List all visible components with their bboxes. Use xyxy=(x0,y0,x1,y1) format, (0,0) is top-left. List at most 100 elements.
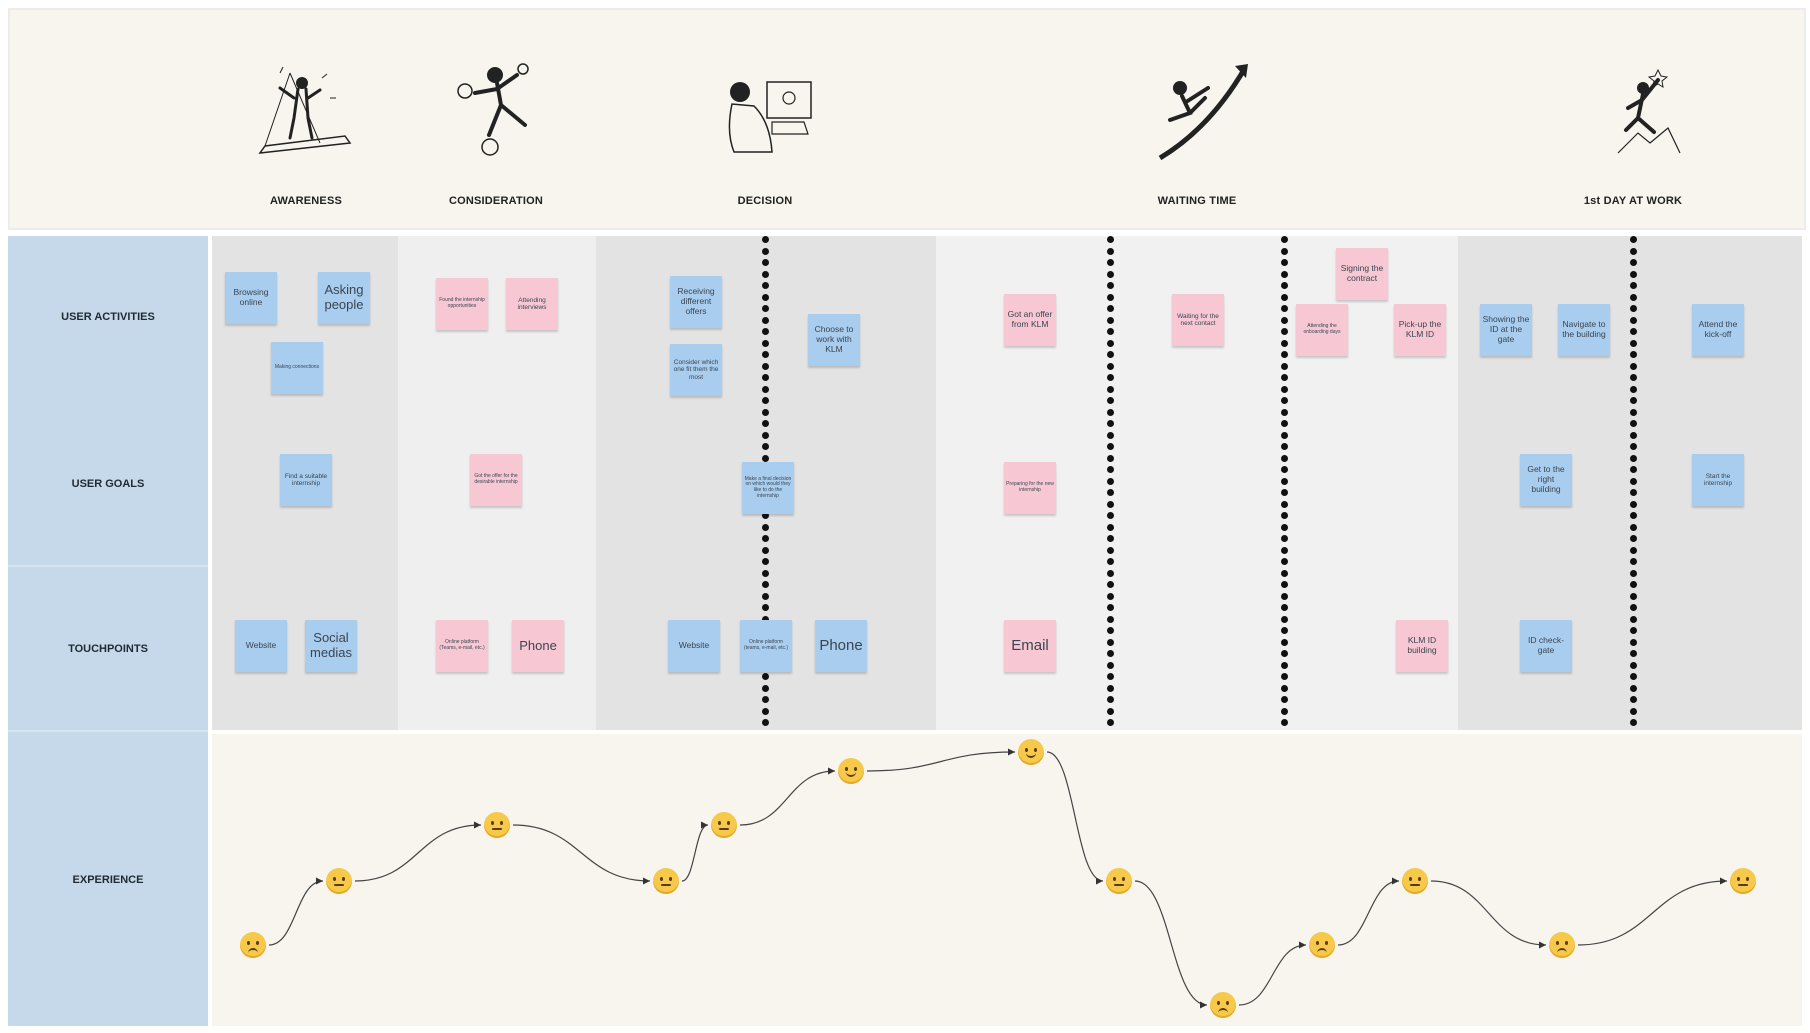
divider-dot xyxy=(1107,431,1114,439)
divider-dot xyxy=(1281,466,1288,473)
divider-dot xyxy=(1630,684,1637,692)
divider-dot xyxy=(1281,431,1288,439)
sticky-note: Receiving different offers xyxy=(670,276,722,328)
divider-dot xyxy=(1107,500,1114,508)
divider-dot xyxy=(762,282,769,289)
experience-connector xyxy=(681,821,709,882)
divider-dot xyxy=(1630,339,1637,347)
phase-first-day: 1st DAY AT WORK xyxy=(1583,195,1683,207)
sticky-note: ID check-gate xyxy=(1520,620,1572,672)
divider-dot xyxy=(1281,592,1288,600)
sticky-note: Phone xyxy=(512,620,564,672)
divider-dot xyxy=(1630,431,1637,439)
divider-dot xyxy=(1281,420,1288,427)
divider-dot xyxy=(1107,569,1114,577)
divider-dot xyxy=(762,374,769,381)
divider-dot xyxy=(762,535,769,542)
divider-dot xyxy=(1281,535,1288,542)
sticky-note: Pick-up the KLM ID xyxy=(1394,304,1446,356)
divider-dot xyxy=(1107,650,1114,657)
sticky-note: Online platform (teams, e-mail, etc.) xyxy=(740,620,792,672)
smile-face-icon xyxy=(838,758,864,784)
divider-dot xyxy=(1630,305,1637,312)
sticky-note: Phone xyxy=(815,620,867,672)
divider-dot xyxy=(1630,351,1637,358)
divider-dot xyxy=(1630,500,1637,508)
sticky-note: Attend the kick-off xyxy=(1692,304,1744,356)
sticky-note: Found the internship opportunities xyxy=(436,278,488,330)
divider-dot xyxy=(1630,374,1637,381)
sticky-note: Showing the ID at the gate xyxy=(1480,304,1532,356)
divider-dot xyxy=(1107,604,1114,611)
divider-dot xyxy=(1630,247,1637,255)
row-divider xyxy=(8,730,208,732)
divider-dot xyxy=(1281,558,1288,565)
sticky-note: Attending interviews xyxy=(506,278,558,330)
divider-dot xyxy=(1107,592,1114,600)
divider-dot xyxy=(762,431,769,439)
phase-awareness: AWARENESS xyxy=(269,195,343,207)
divider-dot xyxy=(1630,316,1637,324)
divider-dot xyxy=(1281,569,1288,577)
divider-dot xyxy=(1630,443,1637,450)
divider-dot xyxy=(762,443,769,450)
divider-dot xyxy=(1630,397,1637,404)
neutral-face-icon xyxy=(1730,868,1756,894)
divider-dot xyxy=(762,592,769,600)
divider-dot xyxy=(762,696,769,703)
divider-dot xyxy=(762,236,769,243)
sticky-note: Start the internship xyxy=(1692,454,1744,506)
divider-dot xyxy=(762,316,769,324)
neutral-face-icon xyxy=(653,868,679,894)
divider-dot xyxy=(1630,673,1637,680)
divider-dot xyxy=(1107,546,1114,554)
row-divider xyxy=(8,565,208,567)
row-label-experience: EXPERIENCE xyxy=(72,874,144,886)
divider-dot xyxy=(1107,696,1114,703)
divider-dot xyxy=(1107,535,1114,542)
sticky-note: Make a final decision on which would the… xyxy=(742,462,794,514)
divider-dot xyxy=(762,385,769,393)
divider-dot xyxy=(1281,581,1288,588)
neutral-face-icon xyxy=(711,812,737,838)
divider-dot xyxy=(1281,374,1288,381)
divider-dot xyxy=(762,569,769,577)
divider-dot xyxy=(1630,328,1637,335)
divider-dot xyxy=(1107,581,1114,588)
divider-dot xyxy=(1281,523,1288,531)
phase-waiting-time: WAITING TIME xyxy=(1157,195,1237,207)
divider-dot xyxy=(1630,696,1637,703)
sticky-note: Social medias xyxy=(305,620,357,672)
divider-dot xyxy=(1281,351,1288,358)
experience-connector xyxy=(1430,880,1547,949)
divider-dot xyxy=(1281,282,1288,289)
divider-dot xyxy=(762,546,769,554)
divider-dot xyxy=(762,420,769,427)
neutral-face-icon xyxy=(484,812,510,838)
divider-dot xyxy=(1281,397,1288,404)
sticky-note: Asking people xyxy=(318,272,370,324)
divider-dot xyxy=(1630,259,1637,266)
divider-dot xyxy=(1107,719,1114,726)
divider-dot xyxy=(1630,512,1637,519)
divider-dot xyxy=(1630,615,1637,623)
divider-dot xyxy=(1281,696,1288,703)
divider-dot xyxy=(762,339,769,347)
sticky-note: Waiting for the next contact xyxy=(1172,294,1224,346)
sticky-note: Attending the onboarding days xyxy=(1296,304,1348,356)
divider-dot xyxy=(1281,638,1288,646)
divider-dot xyxy=(1107,558,1114,565)
divider-dot xyxy=(1107,512,1114,519)
divider-dot xyxy=(1107,316,1114,324)
sticky-note: Preparing for the new internship xyxy=(1004,462,1056,514)
divider-dot xyxy=(1630,236,1637,243)
neutral-face-icon xyxy=(1402,868,1428,894)
divider-dot xyxy=(1107,305,1114,312)
divider-dot xyxy=(1107,282,1114,289)
divider-dot xyxy=(1630,535,1637,542)
divider-dot xyxy=(1630,270,1637,278)
divider-dot xyxy=(762,581,769,588)
divider-dot xyxy=(1107,466,1114,473)
row-label-goals: USER GOALS xyxy=(71,478,145,490)
